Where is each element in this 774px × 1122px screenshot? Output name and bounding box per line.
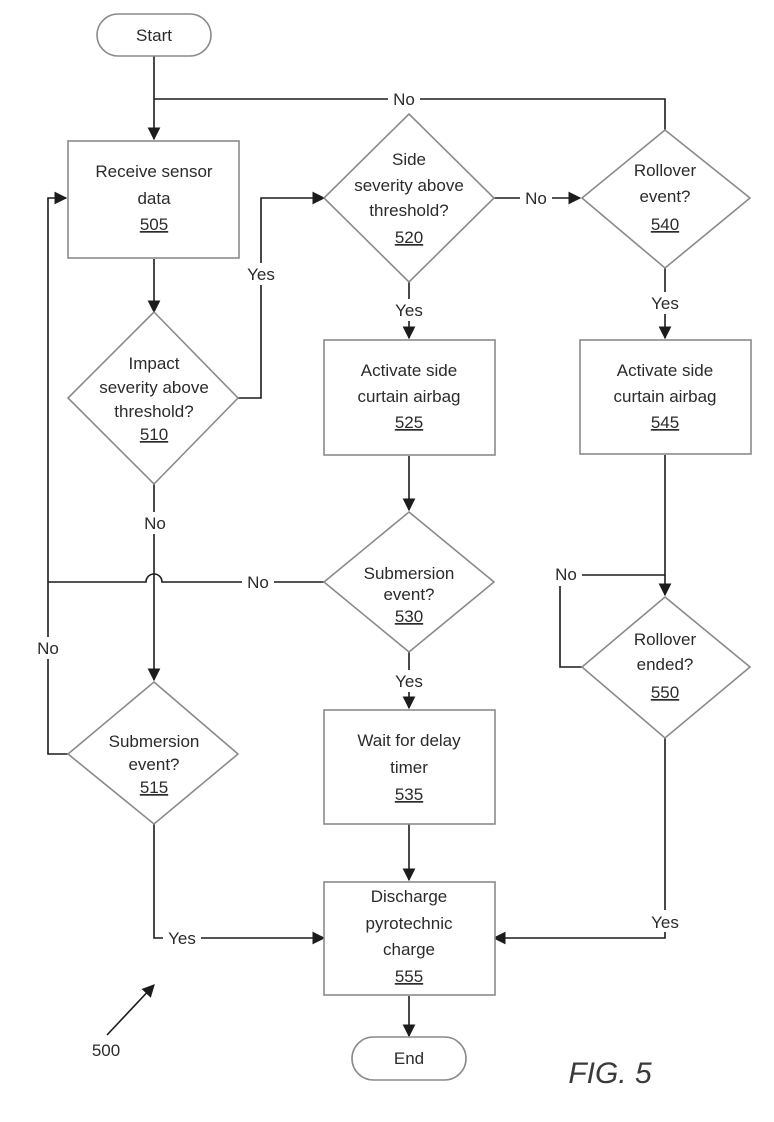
- label-530-yes: Yes: [395, 672, 423, 691]
- label-540-yes: Yes: [651, 294, 679, 313]
- node-505-ref: 505: [140, 215, 168, 234]
- node-540-line-2: event?: [639, 187, 690, 206]
- label-520-yes: Yes: [395, 301, 423, 320]
- node-550-line-2: ended?: [637, 655, 694, 674]
- node-525-ref: 525: [395, 413, 423, 432]
- edge-labels: No Yes No Yes Yes No No No No Yes Yes Ye…: [32, 89, 685, 949]
- node-545-line-1: Activate side: [617, 361, 713, 380]
- node-520-line-2: severity above: [354, 176, 464, 195]
- node-535: Wait for delay timer 535: [323, 709, 496, 825]
- node-540-line-1: Rollover: [634, 161, 697, 180]
- node-540: Rollover event? 540: [580, 128, 752, 270]
- node-535-line-1: Wait for delay: [357, 731, 461, 750]
- node-505-line-1: Receive sensor: [95, 162, 213, 181]
- node-end-label: End: [394, 1049, 424, 1068]
- node-505: Receive sensor data 505: [67, 140, 240, 259]
- node-555-line-3: charge: [383, 940, 435, 959]
- node-535-ref: 535: [395, 785, 423, 804]
- node-555-line-2: pyrotechnic: [366, 914, 453, 933]
- node-515-line-2: event?: [128, 755, 179, 774]
- node-510-ref: 510: [140, 425, 168, 444]
- label-550-no: No: [555, 565, 577, 584]
- node-525-line-1: Activate side: [361, 361, 457, 380]
- edge-530-no: [48, 573, 324, 583]
- node-520-ref: 520: [395, 228, 423, 247]
- node-555-line-1: Discharge: [371, 887, 448, 906]
- node-530: Submersion event? 530: [322, 510, 496, 654]
- label-510-no: No: [144, 514, 166, 533]
- node-520-line-3: threshold?: [369, 201, 448, 220]
- figure-ref-arrow: [106, 984, 155, 1036]
- node-end: End: [351, 1036, 467, 1081]
- node-530-line-1: Submersion: [364, 564, 455, 583]
- node-550: Rollover ended? 550: [580, 595, 752, 740]
- node-510: Impact severity above threshold? 510: [66, 310, 240, 486]
- node-550-ref: 550: [651, 683, 679, 702]
- label-530-no: No: [247, 573, 269, 592]
- node-510-line-3: threshold?: [114, 402, 193, 421]
- node-545-line-2: curtain airbag: [613, 387, 716, 406]
- label-520-no: No: [525, 189, 547, 208]
- node-540-ref: 540: [651, 215, 679, 234]
- node-545: Activate side curtain airbag 545: [579, 339, 752, 455]
- figure-reference-number: 500: [92, 1041, 120, 1060]
- edge-515-yes: [153, 824, 326, 945]
- edge-510-yes: [238, 191, 326, 399]
- label-510-yes: Yes: [247, 265, 275, 284]
- node-535-line-2: timer: [390, 758, 428, 777]
- node-510-line-1: Impact: [128, 354, 179, 373]
- node-530-ref: 530: [395, 607, 423, 626]
- node-505-line-2: data: [137, 189, 171, 208]
- node-555: Discharge pyrotechnic charge 555: [323, 881, 496, 996]
- figure-caption: FIG. 5: [568, 1057, 652, 1090]
- node-520-line-1: Side: [392, 150, 426, 169]
- node-525-line-2: curtain airbag: [357, 387, 460, 406]
- edge-515-no: [47, 191, 68, 755]
- label-top-no: No: [393, 90, 415, 109]
- node-start-label: Start: [136, 26, 172, 45]
- node-515-line-1: Submersion: [109, 732, 200, 751]
- label-515-no: No: [37, 639, 59, 658]
- node-550-line-1: Rollover: [634, 630, 697, 649]
- node-start: Start: [96, 13, 212, 57]
- node-530-line-2: event?: [383, 585, 434, 604]
- node-515: Submersion event? 515: [66, 680, 240, 826]
- node-510-line-2: severity above: [99, 378, 209, 397]
- node-545-ref: 545: [651, 413, 679, 432]
- node-525: Activate side curtain airbag 525: [323, 339, 496, 456]
- label-515-yes: Yes: [168, 929, 196, 948]
- edge-550-yes: [492, 738, 666, 945]
- node-555-ref: 555: [395, 967, 423, 986]
- edge-540-no: [154, 98, 666, 130]
- node-520: Side severity above threshold? 520: [322, 112, 496, 284]
- node-515-ref: 515: [140, 778, 168, 797]
- edge-550-no: [559, 574, 665, 668]
- label-550-yes: Yes: [651, 913, 679, 932]
